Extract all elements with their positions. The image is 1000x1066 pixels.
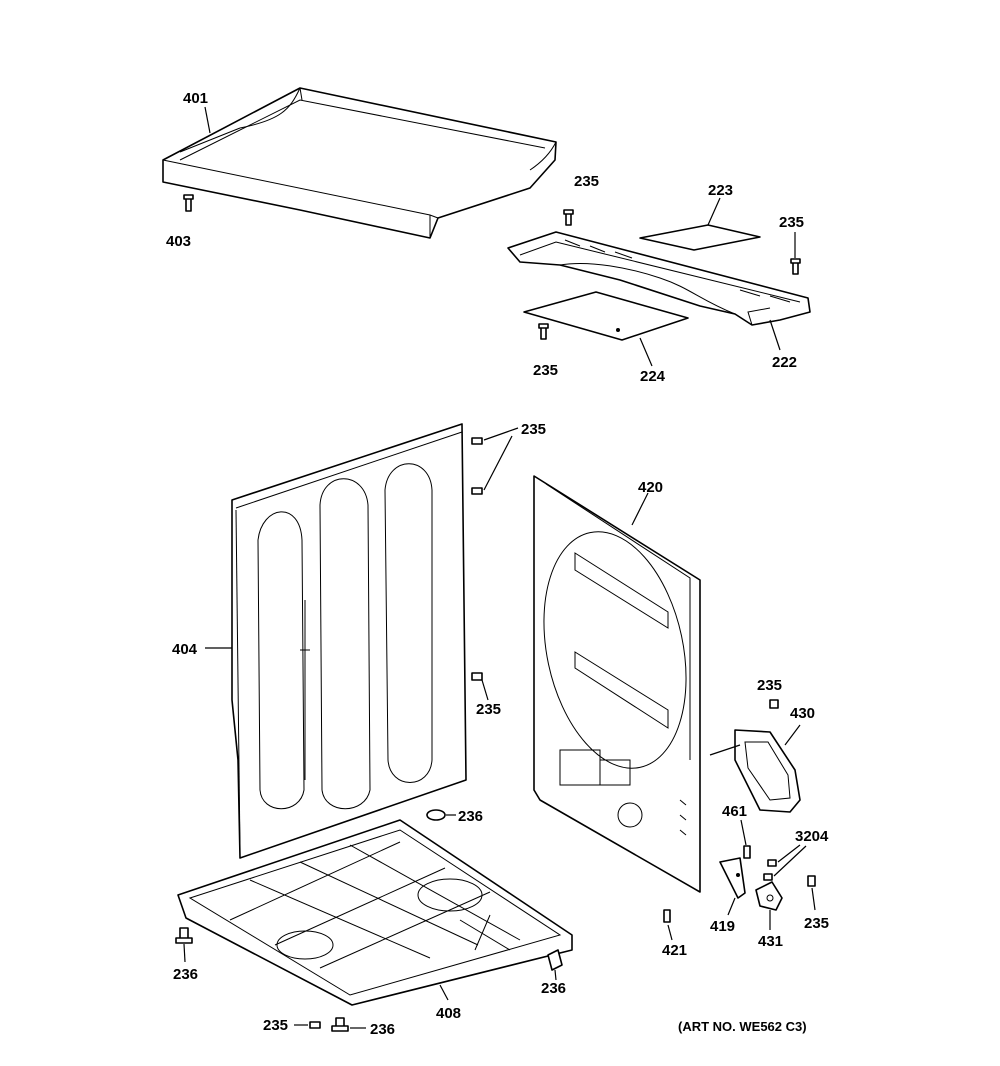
- screw-403[interactable]: [183, 194, 194, 212]
- screw-461[interactable]: [743, 845, 751, 859]
- label-235-c: 235: [533, 362, 558, 379]
- label-401: 401: [183, 90, 208, 107]
- label-235-e: 235: [476, 701, 501, 718]
- block-431[interactable]: [755, 881, 783, 911]
- foot-236-c[interactable]: [547, 949, 563, 971]
- label-430: 430: [790, 705, 815, 722]
- foot-236-d[interactable]: [331, 1017, 349, 1032]
- screw-235-g[interactable]: [807, 875, 816, 887]
- screw-421[interactable]: [663, 909, 671, 923]
- vent-430[interactable]: [734, 729, 801, 813]
- foot-236-a[interactable]: [426, 809, 446, 821]
- label-223: 223: [708, 182, 733, 199]
- screw-235-d2[interactable]: [471, 487, 483, 495]
- plate-224[interactable]: [523, 291, 689, 341]
- label-224: 224: [640, 368, 666, 385]
- screw-3204[interactable]: [763, 859, 777, 881]
- foot-236-b[interactable]: [175, 927, 193, 944]
- screw-235-c[interactable]: [538, 323, 549, 340]
- bracket-419[interactable]: [719, 857, 746, 899]
- label-236-d: 236: [370, 1021, 395, 1038]
- label-431: 431: [758, 933, 783, 950]
- label-235-a: 235: [574, 173, 599, 190]
- plate-223[interactable]: [639, 224, 761, 251]
- screw-235-b[interactable]: [790, 258, 801, 275]
- base-408[interactable]: [177, 819, 573, 1006]
- side-panel-404[interactable]: [231, 423, 467, 859]
- label-404: 404: [172, 641, 198, 658]
- label-403: 403: [166, 233, 191, 250]
- label-236-a: 236: [458, 808, 483, 825]
- label-236-c: 236: [541, 980, 566, 997]
- screw-235-h[interactable]: [309, 1021, 321, 1029]
- label-236-b: 236: [173, 966, 198, 983]
- label-222: 222: [772, 354, 797, 371]
- label-420: 420: [638, 479, 663, 496]
- rear-panel-420[interactable]: [524, 475, 707, 893]
- label-235-g: 235: [804, 915, 829, 932]
- art-number: (ART NO. WE562 C3): [678, 1019, 807, 1034]
- label-461: 461: [722, 803, 747, 820]
- label-235-h: 235: [263, 1017, 288, 1034]
- top-panel-401[interactable]: [162, 87, 557, 239]
- label-235-b: 235: [779, 214, 804, 231]
- label-235-d: 235: [521, 421, 546, 438]
- label-235-f: 235: [757, 677, 782, 694]
- label-3204: 3204: [795, 828, 829, 845]
- screw-235-a[interactable]: [563, 209, 574, 226]
- screw-235-e[interactable]: [471, 672, 483, 681]
- screw-235-f[interactable]: [769, 699, 779, 709]
- label-421: 421: [662, 942, 687, 959]
- label-419: 419: [710, 918, 735, 935]
- screw-235-d1[interactable]: [471, 437, 483, 445]
- bracket-222[interactable]: [507, 231, 811, 326]
- label-408: 408: [436, 1005, 461, 1022]
